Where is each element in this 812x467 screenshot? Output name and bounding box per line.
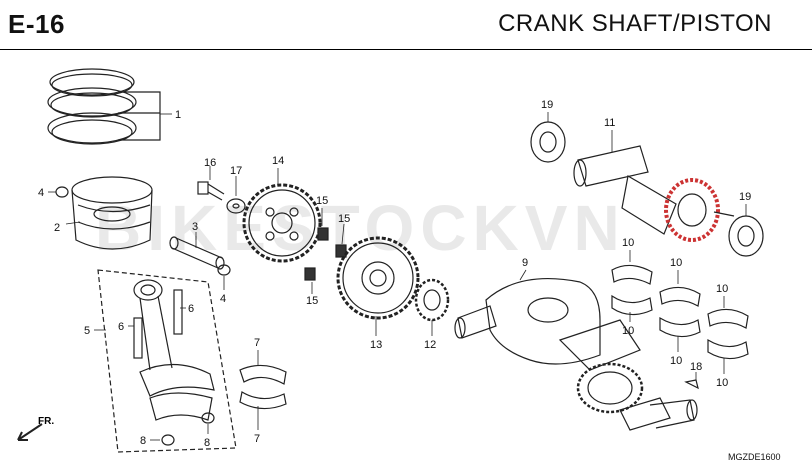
- callout-4: 4: [220, 293, 226, 305]
- callout-6: 6: [118, 321, 124, 333]
- damper-rubber: [304, 267, 316, 281]
- diagram-reference-code: MGZDE1600: [728, 452, 781, 462]
- damper-rubber: [335, 244, 347, 258]
- diagram-title: CRANK SHAFT/PISTON: [498, 10, 772, 37]
- callout-5: 5: [84, 325, 90, 337]
- header-divider: [0, 49, 812, 50]
- callout-10: 10: [670, 257, 682, 269]
- crankshaft: [454, 277, 698, 431]
- callout-10: 10: [716, 377, 728, 389]
- connecting-rod: [133, 279, 215, 446]
- callout-1: 1: [175, 109, 181, 121]
- callout-12: 12: [424, 339, 436, 351]
- callout-13: 13: [370, 339, 382, 351]
- callout-14: 14: [272, 155, 284, 167]
- callout-15: 15: [338, 213, 350, 225]
- primary-drive-gear: [242, 183, 322, 263]
- callout-19: 19: [739, 191, 751, 203]
- connecting-rod-bearing: [239, 364, 287, 410]
- crankshaft-main-bearing: [611, 264, 749, 360]
- callout-2: 2: [54, 222, 60, 234]
- callout-11: 11: [604, 117, 615, 129]
- callout-10: 10: [622, 237, 634, 249]
- connecting-rod-group-box: [97, 269, 237, 453]
- piston-pin-clip: [55, 186, 69, 198]
- callout-8: 8: [204, 437, 210, 449]
- callout-10: 10: [670, 355, 682, 367]
- primary-driven-gear: [336, 236, 420, 320]
- watermark-text: BIKESTOCKVN: [95, 192, 626, 264]
- callout-6: 6: [188, 303, 194, 315]
- balancer-bearing: [728, 215, 764, 257]
- balancer-shaft: [573, 145, 735, 242]
- callout-17: 17: [230, 165, 242, 177]
- callout-7: 7: [254, 337, 260, 349]
- callout-16: 16: [204, 157, 216, 169]
- callout-19: 19: [541, 99, 553, 111]
- callout-15: 15: [306, 295, 318, 307]
- gear-bolt: [197, 181, 225, 201]
- piston-ring-set: [47, 68, 161, 145]
- callout-10: 10: [622, 325, 634, 337]
- piston-pin: [169, 236, 225, 270]
- callout-7: 7: [254, 433, 260, 445]
- diagram-code: E-16: [8, 9, 65, 39]
- woodruff-key: [684, 379, 699, 390]
- front-direction-label: FR.: [38, 416, 54, 427]
- callout-9: 9: [522, 257, 528, 269]
- callout-10: 10: [716, 283, 728, 295]
- callout-4: 4: [38, 187, 44, 199]
- damper-rubber: [317, 227, 329, 241]
- callout-18: 18: [690, 361, 702, 373]
- balancer-bearing: [530, 121, 566, 163]
- callout-15: 15: [316, 195, 328, 207]
- piston: [71, 176, 153, 250]
- callout-3: 3: [192, 221, 198, 233]
- piston-pin-clip: [217, 264, 231, 276]
- front-direction-arrow: [17, 423, 43, 441]
- gear-washer: [226, 198, 246, 214]
- timing-gear: [414, 278, 450, 322]
- page-header: E-16 CRANK SHAFT/PISTON: [0, 0, 812, 50]
- callout-8: 8: [140, 435, 146, 447]
